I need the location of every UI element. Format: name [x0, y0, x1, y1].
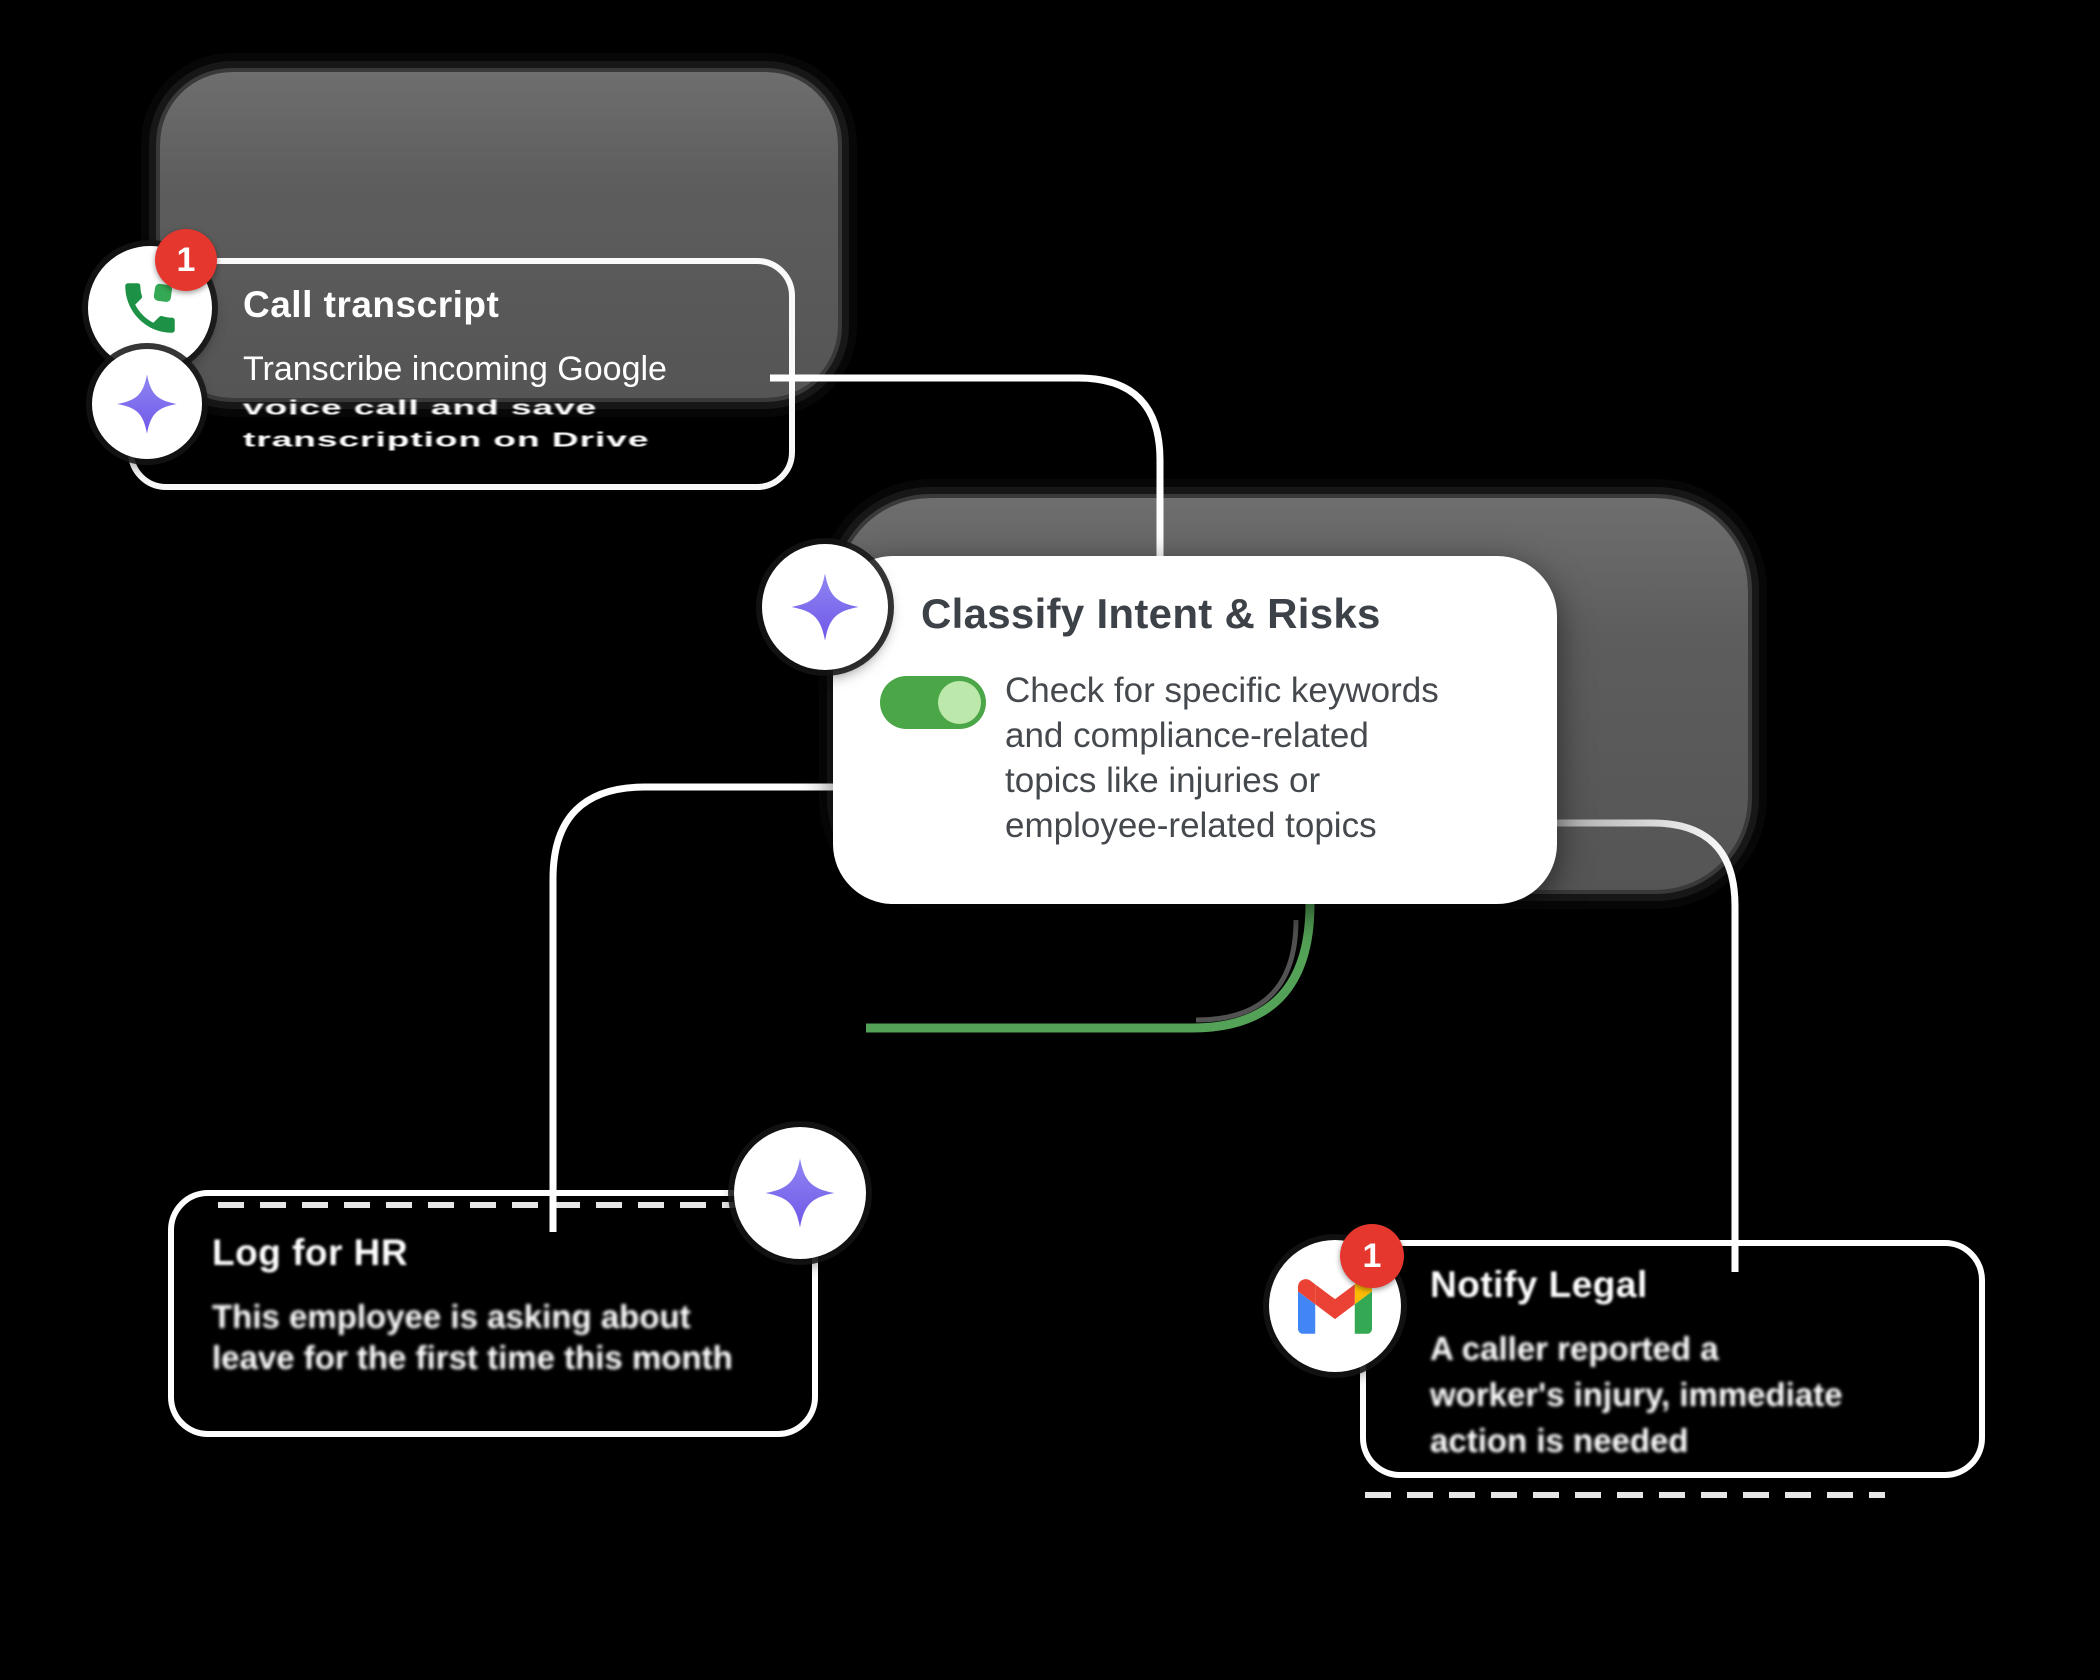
sparkle-glyph	[765, 1158, 835, 1228]
sparkle-glyph	[117, 374, 177, 434]
node-classify-intent-risks[interactable]: Classify Intent & Risks Check for specif…	[833, 556, 1557, 904]
phone-glyph	[125, 283, 175, 333]
notification-badge-call: 1	[155, 229, 217, 291]
classify-desc-line3: topics like injuries or	[1005, 761, 1321, 800]
connector-classify-to-hr	[549, 783, 840, 1232]
toggle-knob	[938, 681, 981, 724]
call-transcript-desc-line2: voice call and save	[243, 396, 598, 419]
sparkle-glyph	[791, 573, 859, 641]
classify-desc-line2: and compliance-related	[1005, 716, 1369, 755]
border-dash-artifact	[218, 1202, 758, 1208]
gemini-sparkle-icon-call	[92, 349, 202, 459]
notify-legal-description: A caller reported a worker's injury, imm…	[1430, 1326, 1843, 1464]
gmail-glyph	[1298, 1279, 1372, 1334]
connector-classify-to-legal	[1550, 819, 1739, 1272]
classify-description: Check for specific keywords and complian…	[1005, 668, 1439, 848]
badge-count: 1	[176, 240, 196, 279]
gemini-sparkle-icon-hr	[734, 1127, 866, 1259]
connector-green-branch	[866, 903, 1315, 1033]
border-dash-artifact	[1365, 1492, 1885, 1498]
hr-desc-line1: This employee is asking about	[212, 1298, 691, 1335]
gmail-icon[interactable]	[1269, 1240, 1401, 1372]
connector-call-to-classify	[770, 374, 1164, 562]
classify-desc-line1: Check for specific keywords	[1005, 671, 1439, 710]
badge-count: 1	[1362, 1236, 1382, 1275]
legal-desc-line2: worker's injury, immediate	[1430, 1376, 1843, 1413]
call-transcript-desc-line1: Transcribe incoming Google	[243, 350, 667, 388]
ghost-card-call-transcript	[160, 72, 838, 398]
notify-legal-title: Notify Legal	[1430, 1264, 1648, 1305]
node-notify-legal[interactable]: Notify Legal A caller reported a worker'…	[1360, 1240, 1985, 1478]
node-call-transcript[interactable]: Call transcript Transcribe incoming Goog…	[128, 258, 795, 490]
keywords-toggle[interactable]	[880, 676, 986, 729]
gemini-sparkle-icon-classify	[762, 544, 888, 670]
call-transcript-desc-line3: transcription on Drive	[243, 428, 650, 451]
hr-desc-line2: leave for the first time this month	[212, 1339, 733, 1376]
log-for-hr-description: This employee is asking about leave for …	[212, 1296, 733, 1378]
call-transcript-title: Call transcript	[243, 284, 500, 325]
classify-desc-line4: employee-related topics	[1005, 806, 1377, 845]
classify-title: Classify Intent & Risks	[921, 590, 1381, 637]
legal-desc-line1: A caller reported a	[1430, 1330, 1719, 1367]
legal-desc-line3: action is needed	[1430, 1422, 1689, 1459]
log-for-hr-title: Log for HR	[212, 1232, 409, 1273]
notification-badge-legal: 1	[1340, 1224, 1404, 1288]
connector-green-shadow	[1195, 919, 1299, 1023]
call-transcript-desc-rest: voice call and save transcription on Dri…	[243, 392, 649, 456]
node-log-for-hr[interactable]: Log for HR This employee is asking about…	[168, 1190, 818, 1437]
